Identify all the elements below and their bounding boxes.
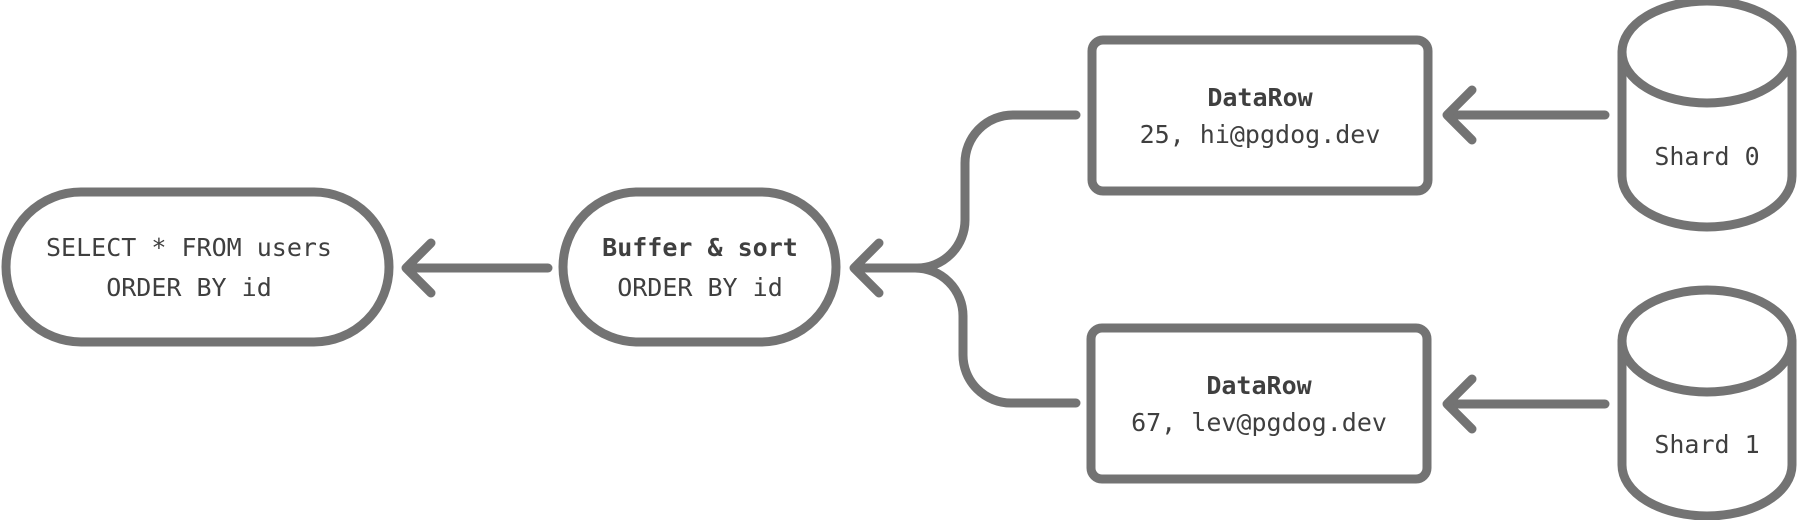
shard-0-label: Shard 0 [1654,142,1759,171]
buffer-node-line1: Buffer & sort [602,233,798,262]
merge-connector-top [912,110,1081,273]
buffer-node: Buffer & sort ORDER BY id [558,187,841,347]
query-node-line1: SELECT * FROM users [46,233,332,262]
datarow-bottom-box [1086,323,1432,484]
query-node: SELECT * FROM users ORDER BY id [1,187,394,347]
arrow-shard0-to-datarow-head [1442,85,1477,145]
merge-connector-head [849,238,884,298]
datarow-top-box [1087,35,1433,196]
datarow-top: DataRow 25, hi@pgdog.dev [1087,35,1433,196]
shard-1-rim [1617,336,1797,397]
shard-0-rim [1617,47,1797,108]
merge-connector-bottom [910,263,1081,408]
buffer-node-shape [558,187,841,347]
shard-1-database-icon: Shard 1 [1617,285,1797,520]
datarow-bottom-title: DataRow [1206,371,1312,400]
buffer-node-line2: ORDER BY id [617,273,783,302]
shard-0-body [1617,0,1797,232]
shard-1-body [1617,285,1797,520]
arrow-shard0-to-datarow [1442,85,1610,145]
datarow-bottom: DataRow 67, lev@pgdog.dev [1086,323,1432,484]
arrow-buffer-to-query-head [401,238,436,298]
shard-0-database-icon: Shard 0 [1617,0,1797,232]
datarow-top-title: DataRow [1207,83,1313,112]
query-node-line2: ORDER BY id [106,273,272,302]
datarow-bottom-value: 67, lev@pgdog.dev [1131,408,1387,437]
merge-connector [849,110,1081,408]
datarow-top-value: 25, hi@pgdog.dev [1140,120,1381,149]
arrow-buffer-to-query [401,238,553,298]
arrow-shard1-to-datarow-head [1442,374,1477,434]
query-node-shape [1,187,394,347]
shard-1-label: Shard 1 [1654,430,1759,459]
arrow-shard1-to-datarow [1442,374,1610,434]
